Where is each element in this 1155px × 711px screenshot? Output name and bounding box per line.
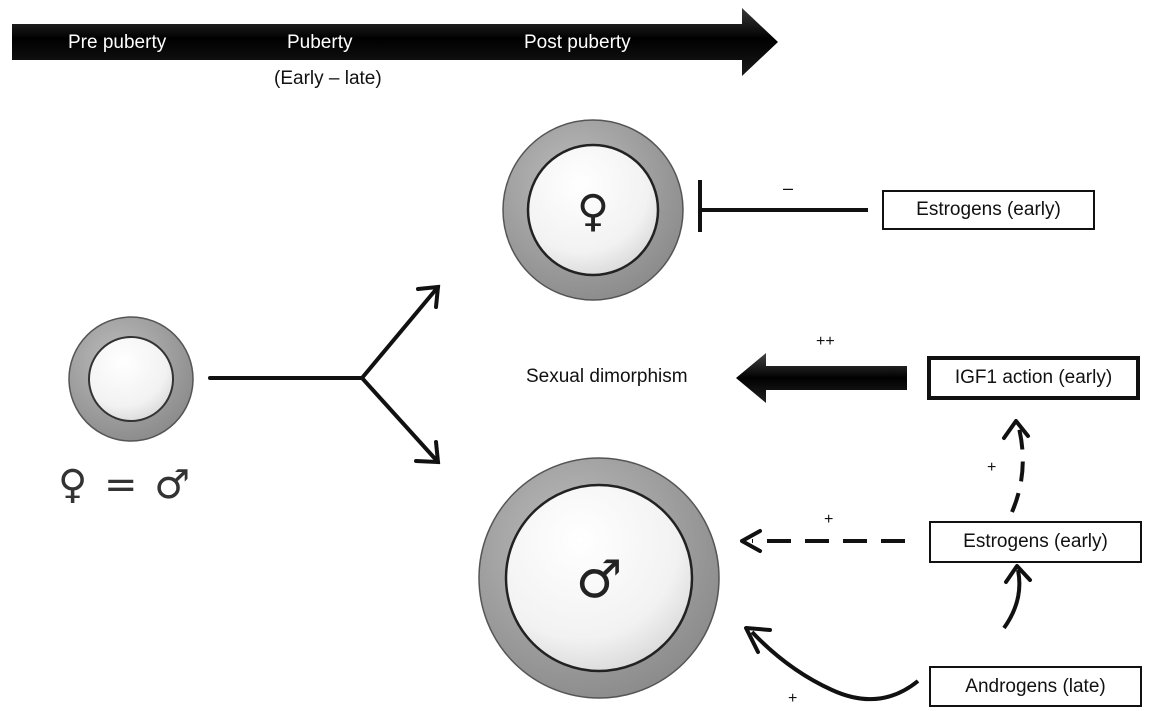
androgen-to-estrogen-arrow: [1002, 564, 1032, 630]
sign-estrogen-to-igf1: +: [987, 459, 997, 476]
sexual-dimorphism-label: Sexual dimorphism: [526, 366, 688, 387]
branch-connector: [208, 285, 440, 464]
prepubertal-caption: ♀ = ♂: [58, 462, 192, 508]
branch-arrowhead-down: [414, 440, 441, 465]
branch-arrowhead-up: [416, 284, 441, 309]
stage-puberty: Puberty: [287, 32, 353, 53]
timeline-arrow: [12, 8, 778, 76]
estrogen-to-igf1-arrow: [1002, 419, 1030, 513]
stage-post-puberty: Post puberty: [524, 32, 631, 53]
female-symbol: ♀: [576, 186, 610, 237]
sign-estrogen-to-male: +: [824, 511, 834, 528]
androgens-box: Androgens (late): [929, 666, 1142, 707]
androgen-to-male-arrow: [744, 626, 920, 702]
estrogens-male-box: Estrogens (early): [929, 521, 1142, 563]
female-growth-plate: [502, 119, 684, 301]
equals-sign: =: [104, 462, 140, 508]
sign-igf1-effect: ++: [816, 333, 835, 350]
estrogen-inhibition-line: [698, 180, 868, 232]
puberty-subtitle: (Early – late): [274, 68, 382, 89]
female-symbol-caption: ♀: [58, 462, 90, 508]
male-symbol-caption: ♂: [154, 462, 193, 508]
prepubertal-growth-plate: [68, 316, 194, 442]
igf1-action-box: IGF1 action (early): [927, 356, 1140, 400]
estrogen-to-male-arrow: [740, 529, 905, 553]
stage-pre-puberty: Pre puberty: [68, 32, 167, 53]
sign-estrogen-inhibition: –: [783, 178, 794, 198]
estrogens-female-box: Estrogens (early): [882, 190, 1095, 230]
male-growth-plate: [478, 457, 720, 699]
male-symbol: ♂: [575, 550, 623, 610]
igf1-effect-arrow: [736, 353, 907, 403]
sign-androgen-to-male: +: [788, 690, 798, 707]
